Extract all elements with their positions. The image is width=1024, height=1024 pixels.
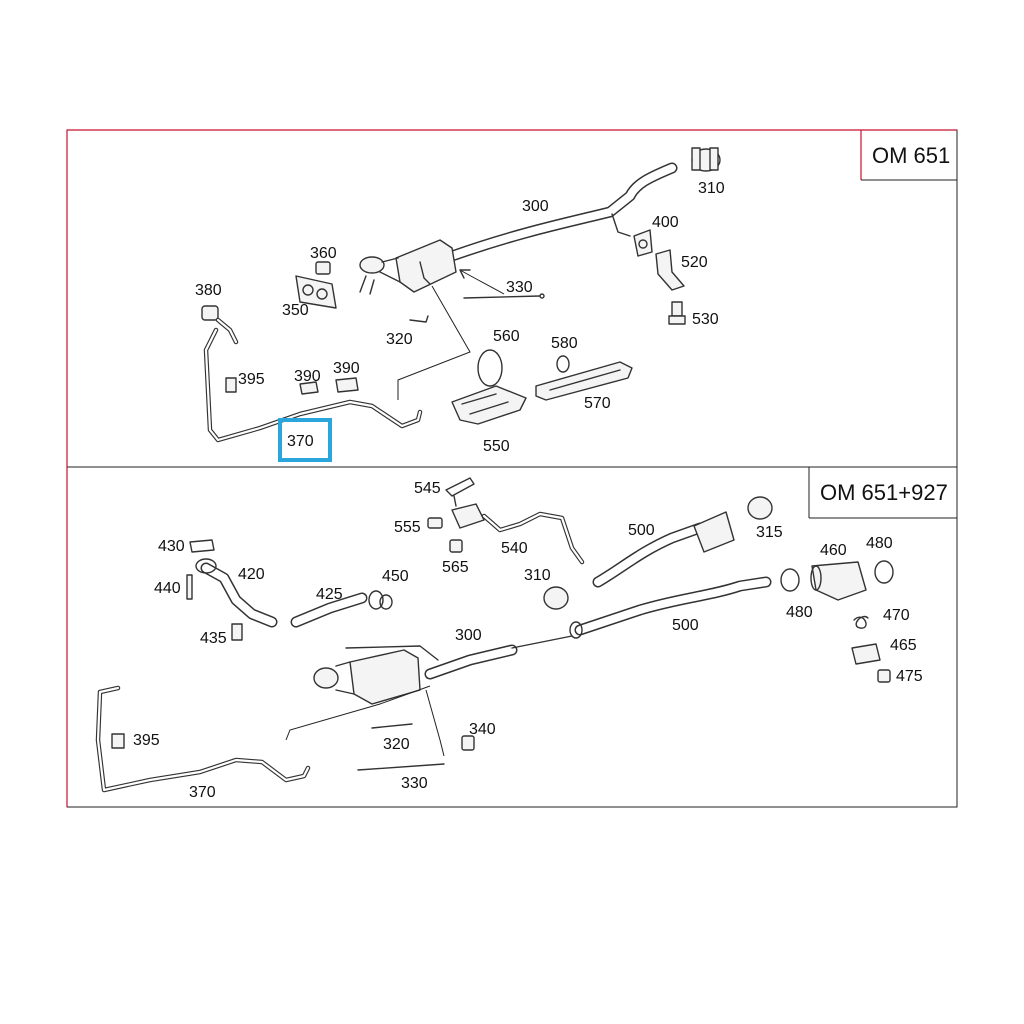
label-565: 565: [442, 559, 469, 576]
part-300-exhaust-pipe[interactable]: [446, 162, 678, 262]
part-pressure-sensor[interactable]: [451, 503, 485, 529]
part-330-strap-lower[interactable]: [357, 763, 445, 771]
label-330-lower: 330: [401, 775, 428, 792]
part-370-sensor-line[interactable]: [203, 285, 471, 443]
part-435-bolt[interactable]: [231, 623, 243, 641]
part-420-pipe[interactable]: [195, 558, 278, 628]
part-545-bracket[interactable]: [445, 477, 475, 507]
label-330: 330: [506, 279, 533, 296]
label-440: 440: [154, 580, 181, 597]
part-395-connector[interactable]: [225, 377, 237, 393]
part-350-gasket[interactable]: [295, 275, 337, 309]
part-500-pipe-upper[interactable]: [592, 511, 735, 588]
part-particle-filter[interactable]: [359, 239, 457, 295]
part-320-pin-lower[interactable]: [371, 723, 413, 729]
part-480-clamp-b[interactable]: [780, 568, 800, 592]
section-om651-927: OM 651+927: [95, 477, 948, 801]
label-520: 520: [681, 254, 708, 271]
label-580: 580: [551, 335, 578, 352]
part-310-clamp-lower[interactable]: [543, 586, 569, 610]
part-570-heat-shield[interactable]: [535, 361, 633, 401]
part-450-clamp[interactable]: [368, 590, 393, 610]
part-310-clamp[interactable]: [691, 147, 721, 172]
label-560: 560: [493, 328, 520, 345]
part-340-bolt[interactable]: [461, 735, 475, 751]
label-350: 350: [282, 302, 309, 319]
part-480-clamp-a[interactable]: [874, 560, 894, 584]
label-395-lower: 395: [133, 732, 160, 749]
label-540: 540: [501, 540, 528, 557]
label-320-lower: 320: [383, 736, 410, 753]
label-360: 360: [310, 245, 337, 262]
label-500-b: 500: [672, 617, 699, 634]
section-om651: OM 651: [195, 143, 950, 462]
part-520-bracket[interactable]: [655, 249, 685, 291]
highlight-box: [278, 418, 332, 462]
part-470-spring[interactable]: [853, 615, 869, 629]
part-440-stud[interactable]: [186, 574, 193, 600]
part-315-clamp[interactable]: [747, 496, 773, 520]
part-430-gasket[interactable]: [189, 539, 215, 553]
label-555: 555: [394, 519, 421, 536]
label-390-b: 390: [333, 360, 360, 377]
label-370-lower: 370: [189, 784, 216, 801]
part-475-bolt[interactable]: [877, 669, 891, 683]
part-300-pipe-lower[interactable]: [424, 635, 573, 680]
part-390-clip-a[interactable]: [299, 381, 319, 395]
label-530: 530: [692, 311, 719, 328]
label-545: 545: [414, 480, 441, 497]
part-540-sensor-wire[interactable]: [481, 511, 585, 565]
label-320: 320: [386, 331, 413, 348]
label-460: 460: [820, 542, 847, 559]
label-435: 435: [200, 630, 227, 647]
label-480-a: 480: [866, 535, 893, 552]
label-475: 475: [896, 668, 923, 685]
label-480-b: 480: [786, 604, 813, 621]
label-420: 420: [238, 566, 265, 583]
part-565-plug[interactable]: [449, 539, 463, 553]
label-400: 400: [652, 214, 679, 231]
label-465: 465: [890, 637, 917, 654]
part-330-strap[interactable]: [459, 269, 545, 299]
part-550-heat-shield[interactable]: [451, 385, 527, 425]
label-550: 550: [483, 438, 510, 455]
part-360-nut[interactable]: [315, 261, 331, 275]
part-460-tailpipe[interactable]: [810, 561, 867, 601]
engine-label-om651-927: OM 651+927: [820, 480, 948, 505]
part-390-clip-b[interactable]: [335, 377, 359, 393]
part-380-sensor[interactable]: [201, 305, 219, 321]
part-395-connector-lower[interactable]: [111, 733, 125, 749]
part-425-pipe[interactable]: [290, 592, 368, 628]
part-560-seal-ring[interactable]: [477, 349, 503, 387]
label-300-lower: 300: [455, 627, 482, 644]
part-580-ring[interactable]: [556, 355, 570, 373]
label-370[interactable]: 370: [287, 433, 314, 450]
part-320-pin[interactable]: [409, 315, 429, 323]
engine-label-om651: OM 651: [872, 143, 950, 168]
label-340: 340: [469, 721, 496, 738]
label-380: 380: [195, 282, 222, 299]
part-555-nut[interactable]: [427, 517, 443, 529]
part-particle-filter-lower[interactable]: [313, 645, 439, 705]
label-430: 430: [158, 538, 185, 555]
part-400-hanger[interactable]: [633, 229, 653, 257]
part-530-bolt[interactable]: [668, 301, 686, 325]
label-390-a: 390: [294, 368, 321, 385]
label-470: 470: [883, 607, 910, 624]
label-310-lower: 310: [524, 567, 551, 584]
label-450: 450: [382, 568, 409, 585]
label-425: 425: [316, 586, 343, 603]
label-310: 310: [698, 180, 725, 197]
part-370-sensor-line-lower[interactable]: [95, 685, 445, 793]
diagram-frame: [66, 129, 958, 808]
part-465-hanger[interactable]: [851, 643, 881, 665]
label-500-a: 500: [628, 522, 655, 539]
label-570: 570: [584, 395, 611, 412]
label-395: 395: [238, 371, 265, 388]
part-500-pipe-lower[interactable]: [569, 576, 772, 639]
label-315: 315: [756, 524, 783, 541]
label-300: 300: [522, 198, 549, 215]
